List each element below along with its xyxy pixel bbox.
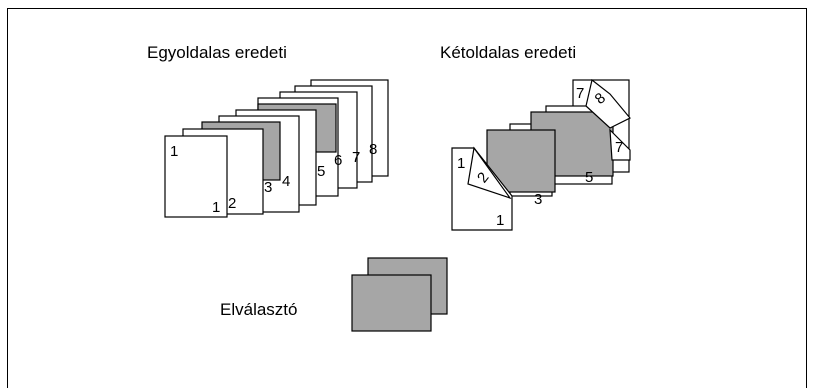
simplex-page-number: 8 [369, 141, 377, 158]
duplex-fold-8 [585, 78, 631, 129]
simplex-page-number: 4 [282, 173, 290, 190]
simplex-original-label: Egyoldalas eredeti [147, 43, 287, 62]
figure-frame [7, 8, 807, 388]
separator-label: Elválasztó [220, 300, 298, 319]
simplex-page-number: 7 [352, 149, 360, 166]
simplex-page-number: 2 [228, 195, 236, 212]
simplex-page-number: 1 [170, 143, 178, 160]
duplex-original-label: Kétoldalas eredeti [440, 43, 577, 62]
simplex-page-number: 5 [317, 163, 325, 180]
duplex-fold-2 [467, 146, 512, 200]
simplex-page-number: 6 [334, 152, 342, 169]
duplex-page-number: 7 [615, 139, 623, 156]
duplex-page-number: 3 [534, 191, 542, 208]
separator-sheets [351, 257, 448, 332]
diagram-canvas: 1 1 2 3 4 5 6 7 8 1 2 1 3 5 7 8 7 [164, 78, 631, 332]
duplex-page-number: 5 [585, 169, 593, 186]
duplex-page-number: 1 [496, 212, 504, 229]
simplex-stack [164, 79, 389, 218]
simplex-sheet-1 [164, 135, 228, 218]
duplex-page-number: 7 [576, 85, 584, 102]
simplex-page-number: 1 [212, 199, 220, 216]
duplex-page-number: 1 [457, 155, 465, 172]
separator-sheet-front [351, 274, 432, 332]
simplex-page-number: 3 [264, 179, 272, 196]
duplex-fold-7 [609, 128, 631, 161]
duplex-stack [451, 78, 631, 231]
